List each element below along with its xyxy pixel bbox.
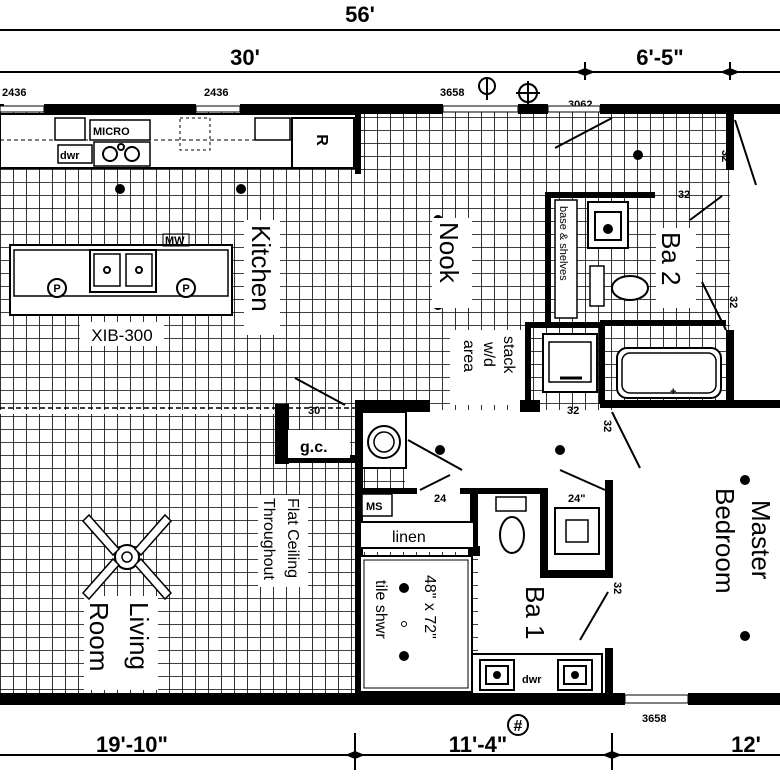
stack-label-2: w/d xyxy=(480,341,497,367)
shower-size-label: 48" x 72" xyxy=(421,575,438,639)
door-32-label-a: 32 xyxy=(678,189,690,201)
hose-bib-icon xyxy=(507,714,529,736)
kitchen-width-label: 30' xyxy=(230,45,260,70)
kitchen-island: MW P P XIB-300 xyxy=(9,233,233,346)
top-dimensions: 56' 30' 6'-5" xyxy=(0,2,780,80)
stack-wd-area: stack w/d area xyxy=(460,322,605,404)
stack-label-3: area xyxy=(460,340,477,372)
master-bedroom: Master Bedroom xyxy=(710,488,776,594)
living-label-line1: Living xyxy=(124,602,154,670)
nook-label-group: Nook xyxy=(432,218,472,308)
flat-ceiling-label-1: Flat Ceiling xyxy=(284,498,301,578)
linen-label: linen xyxy=(392,529,426,546)
bath2-room-label: Ba 2 xyxy=(656,232,686,286)
bath1-room-label: Ba 1 xyxy=(520,586,550,640)
hash-symbol: # xyxy=(514,718,523,735)
ceiling-fan-icon xyxy=(81,513,173,601)
bath1-toilet-icon xyxy=(499,516,525,554)
door-32-label-c: 32 xyxy=(727,296,739,308)
door-32-label-f: 32 xyxy=(611,582,623,594)
outlet-right-icon xyxy=(176,278,196,298)
bath-2: base & shelves Ba 2 + 32 32 32 xyxy=(545,117,757,399)
kitchen-label-group: Kitchen xyxy=(244,220,280,335)
flat-ceiling-label-2: Throughout xyxy=(260,498,277,580)
window-3658-top: 3658 xyxy=(440,87,464,99)
microwave-label: MICRO xyxy=(93,126,130,138)
door-30-label: 30 xyxy=(308,405,320,417)
base-shelves-label: base & shelves xyxy=(557,206,569,281)
window-2436-mid: 2436 xyxy=(204,87,228,99)
master-width-label: 12' xyxy=(731,732,761,757)
bath2-toilet-icon xyxy=(611,275,649,301)
stack-label-1: stack xyxy=(500,336,517,374)
door-32-label-e: 32 xyxy=(567,405,579,417)
drawer-label-top: dwr xyxy=(60,150,80,162)
bath2-width-label: 6'-5" xyxy=(636,45,683,70)
door-24-label-right: 24" xyxy=(568,493,585,505)
door-24-label-left: 24 xyxy=(434,493,447,505)
outlet-right-label: P xyxy=(182,283,189,295)
master-label-line1: Master xyxy=(746,500,776,580)
shower-type-label: tile shwr xyxy=(372,580,389,639)
living-room: Flat Ceiling Throughout Living Room xyxy=(81,495,308,690)
refrigerator-icon xyxy=(291,117,355,169)
kitchen-room-label: Kitchen xyxy=(246,225,276,312)
refrigerator-label: R xyxy=(313,134,330,146)
kitchen-counters: MICRO dwr R xyxy=(0,113,361,174)
window-3658-bottom: 3658 xyxy=(642,713,666,725)
drawer-label-bottom: dwr xyxy=(522,674,542,686)
door-32-label-b: 32 xyxy=(719,150,731,162)
svg-text:+: + xyxy=(670,386,676,398)
nook-room-label: Nook xyxy=(434,222,464,284)
medicine-shelf-label: MS xyxy=(366,501,383,513)
top-window-labels: 2436 2436 3658 3062 xyxy=(2,77,592,111)
door-32-label-d: 32 xyxy=(601,420,613,432)
island-model-label: XIB-300 xyxy=(91,326,152,345)
bottom-dimensions: 19'-10" 11'-4" 12' 3658 # xyxy=(0,713,780,770)
bath-1: MS linen 48" x 72" tile shwr Ba 1 dwr xyxy=(359,493,623,695)
living-room-width-label: 19'-10" xyxy=(96,732,168,757)
bath1-width-label: 11'-4" xyxy=(449,732,507,757)
living-label-line2: Room xyxy=(84,602,114,671)
overall-length-label: 56' xyxy=(345,2,375,27)
hall-walls: g.c. 30 32 32 24 24" xyxy=(275,377,780,700)
outlet-left-icon xyxy=(47,278,67,298)
outlet-left-label: P xyxy=(53,283,60,295)
window-2436-left: 2436 xyxy=(2,87,26,99)
dishwasher-mw-label: MW xyxy=(165,235,185,247)
master-label-line2: Bedroom xyxy=(710,488,740,594)
exterior-walls xyxy=(0,104,780,705)
gc-label: g.c. xyxy=(300,439,328,456)
